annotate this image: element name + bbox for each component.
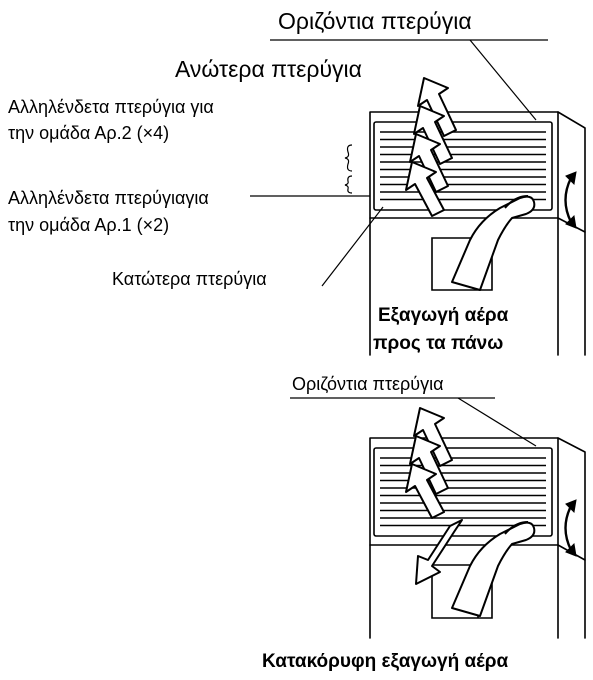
unit2-body-outline [369, 437, 559, 639]
caption-upward-line2: προς τα πάνω [373, 333, 504, 354]
group1-label-line2: την ομάδα Αρ.1 (×2) [8, 215, 170, 235]
horizontal-fins-lines [380, 131, 546, 201]
upward-arrows [405, 77, 457, 217]
swing-arrow-icon [564, 177, 573, 223]
grille-panel [373, 121, 553, 211]
hand-icon-2 [451, 521, 536, 617]
caption-upward-line1: Εξαγωγή αέρα [378, 305, 509, 326]
group2-label-line2: την ομάδα Αρ.2 (×4) [8, 123, 170, 143]
group2-label-line1: Αλληλένδετα πτερύγια για [8, 97, 214, 117]
caption-vertical: Κατακόρυφη εξαγωγή αέρα [262, 651, 509, 672]
grille-panel-2 [373, 447, 553, 537]
unit-body-outline [369, 111, 559, 356]
downward-arrow [415, 519, 463, 585]
hand-icon [451, 195, 536, 291]
horizontal-fins-label-2: Οριζόντια πτερύγια [292, 374, 444, 394]
group1-label-line1: Αλληλένδετα πτερύγιαγια [8, 188, 209, 208]
upward-arrows-2 [405, 407, 453, 519]
upper-fins-label: Ανώτερα πτερύγια [175, 56, 362, 82]
lower-fins-label: Κατώτερα πτερύγια [112, 269, 267, 289]
unit-side-panel [557, 111, 586, 356]
horizontal-fins-label: Οριζόντια πτερύγια [278, 8, 472, 34]
